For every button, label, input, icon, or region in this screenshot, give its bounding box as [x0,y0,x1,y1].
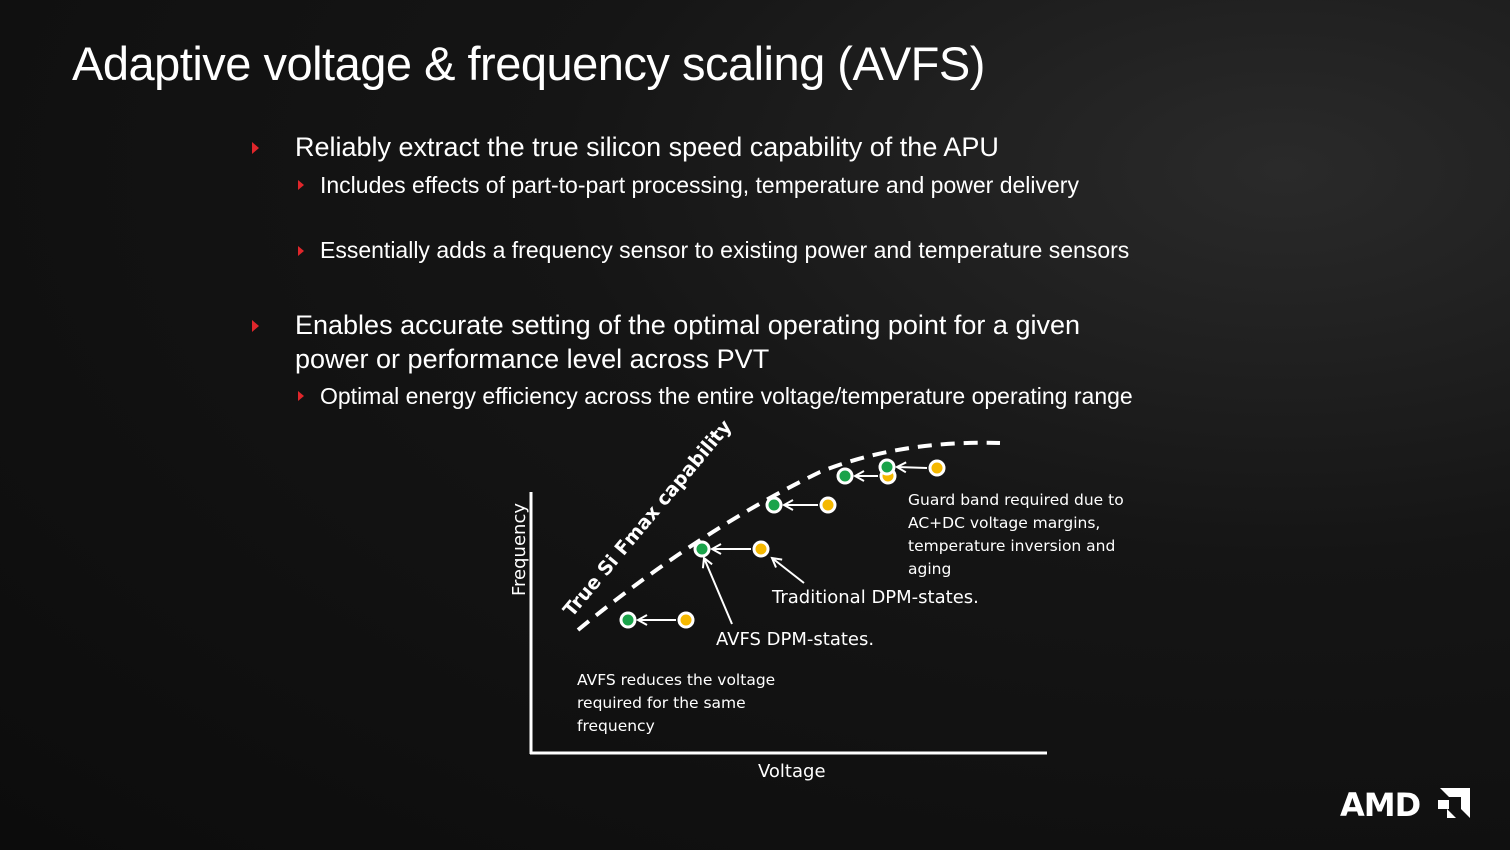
bullet-1-sub-1: Includes effects of part-to-part process… [320,172,1079,198]
curve-label: True Si Fmax capability [559,415,737,621]
bullet-1-sub-2: Essentially adds a frequency sensor to e… [320,237,1130,263]
bullet-arrow-icon [298,246,304,256]
slide-title: Adaptive voltage & frequency scaling (AV… [72,37,985,90]
amd-logo: AMD [1340,786,1421,824]
amd-arrow-logo-icon [1438,788,1470,818]
traditional-point [819,496,837,514]
traditional-point [677,611,695,629]
dpm-pair [878,458,946,477]
bullet-2: Enables accurate setting of the optimal … [295,310,1080,374]
fmax-curve [576,440,1001,632]
traditional-label: Traditional DPM-states. [771,587,979,608]
reduction-note: AVFS reduces the voltage required for th… [577,671,780,735]
dpm-pair [619,611,695,629]
bullet-arrow-icon [252,320,259,332]
x-axis-label: Voltage [758,761,826,782]
traditional-point [752,540,770,558]
dpm-pair [765,496,837,514]
traditional-pointer [772,558,805,584]
dpm-pair [693,540,770,558]
bullet-1: Reliably extract the true silicon speed … [295,132,999,162]
avfs-point [693,540,711,558]
bullet-arrow-icon [298,391,304,401]
guard-band-note: Guard band required due to AC+DC voltage… [908,491,1129,578]
avfs-point [836,467,854,485]
bullet-2-sub-1: Optimal energy efficiency across the ent… [320,383,1133,409]
avfs-pointer [704,558,733,625]
avfs-point [765,496,783,514]
avfs-label: AVFS DPM-states. [716,629,874,650]
bullet-arrow-icon [252,142,259,154]
avfs-point [619,611,637,629]
y-axis-label: Frequency [509,503,530,596]
avfs-point [878,458,896,476]
traditional-point [928,459,946,477]
bullet-arrow-icon [298,180,304,190]
